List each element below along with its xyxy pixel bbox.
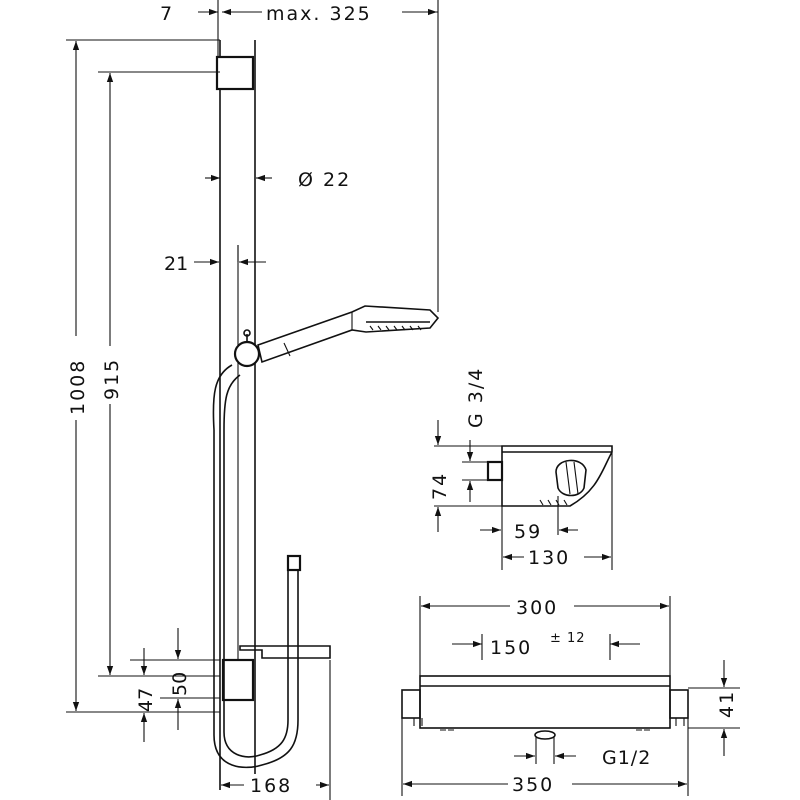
thermostat-side-knob (555, 459, 587, 497)
slider-holder (233, 340, 261, 368)
label-thread-g12: G1/2 (602, 747, 651, 769)
label-top-offset: 7 (160, 3, 172, 25)
shower-hose-inner (223, 374, 289, 758)
label-dim-50: 50 (169, 672, 191, 696)
thermostat-side-view (434, 420, 613, 570)
label-rail-offset: 21 (164, 253, 188, 275)
label-depth-59: 59 (514, 521, 542, 543)
label-thread-g34: G 3/4 (465, 367, 487, 428)
thermostat-outlet (534, 730, 556, 740)
thermostat-side-knob-grip (565, 461, 579, 495)
bottom-wall-bracket (221, 658, 255, 702)
dimension-labels: 7 max. 325 Ø 22 21 1008 915 50 47 168 G … (64, 0, 738, 797)
label-tolerance: ± 12 (550, 631, 586, 646)
label-spacing-150: 150 (490, 637, 532, 659)
thermostat-right-cap (669, 689, 689, 719)
shower-shelf (239, 645, 331, 659)
extension-lines (66, 0, 439, 800)
shower-rail-assembly (212, 40, 440, 790)
thermostat-side-inlet (486, 460, 504, 482)
top-wall-bracket (215, 55, 255, 91)
rail-dimensions (72, 8, 438, 789)
label-width-350: 350 (512, 774, 554, 796)
slider-knob (243, 329, 251, 337)
label-height-41: 41 (716, 690, 738, 718)
hose-connector (286, 554, 302, 572)
hand-shower (257, 305, 440, 364)
label-width-300: 300 (516, 597, 558, 619)
thermostat-front-view (401, 596, 740, 796)
label-rail-length: 915 (101, 358, 123, 400)
label-height-74: 74 (429, 472, 451, 500)
label-max-reach: max. 325 (266, 3, 372, 25)
thermostat-left-joint (413, 718, 423, 726)
thermostat-side-nozzles (539, 499, 568, 506)
hand-shower-grip-line (283, 342, 291, 357)
thermostat-left-cap (401, 689, 421, 719)
label-width-168: 168 (250, 775, 292, 797)
hand-shower-nozzles (369, 325, 422, 331)
label-diameter: Ø 22 (298, 169, 351, 191)
label-total-height: 1008 (67, 359, 89, 415)
label-dim-47: 47 (135, 688, 157, 712)
label-depth-130: 130 (528, 547, 570, 569)
thermostat-front-body (419, 675, 671, 729)
thermostat-right-joint (675, 718, 685, 726)
shower-hose (212, 364, 299, 769)
